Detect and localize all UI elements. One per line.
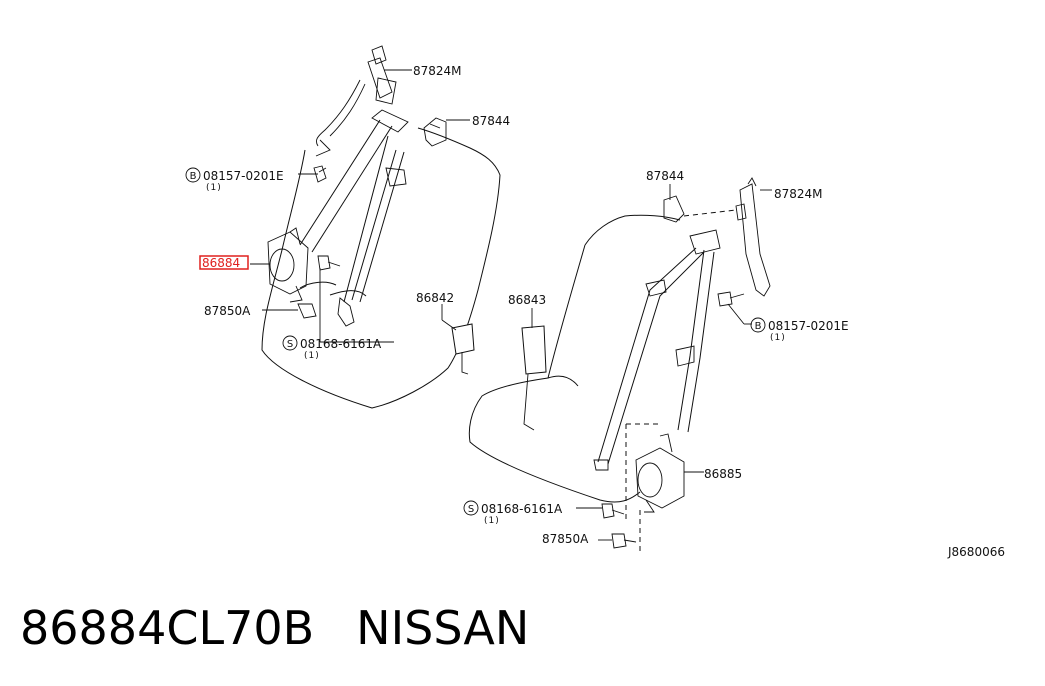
brand-name: NISSAN <box>356 601 530 655</box>
label-left-87850A: 87850A <box>204 304 251 318</box>
left-belt-webbing <box>299 109 409 303</box>
left-bolt-08168 <box>317 255 341 271</box>
left-upper-anchor <box>315 45 397 157</box>
label-right-87824M: 87824M <box>774 187 823 201</box>
right-bolt-2-circle <box>463 500 479 516</box>
part-number: 86884CL70B <box>20 601 315 655</box>
right-bolt-87850A <box>611 533 637 549</box>
left-bolt-2-circle <box>282 335 298 351</box>
left-bolt-08157 <box>313 165 327 183</box>
right-buckle-86843 <box>521 325 547 431</box>
label-right-08168-6161A: 08168-6161A <box>481 502 563 516</box>
left-retractor-86884 <box>267 227 309 303</box>
right-seat-outline <box>468 214 681 503</box>
right-retractor-86885 <box>635 433 685 513</box>
label-left-08157-0201E: 08157-0201E <box>203 169 284 183</box>
label-left-86842: 86842 <box>416 291 454 305</box>
label-right-87850A: 87850A <box>542 532 589 546</box>
left-anchor-foot <box>337 297 355 327</box>
right-labels: 87844 87824M B 08157-0201E (1) 86843 868… <box>463 169 849 546</box>
left-bolt-1-qty: (1) <box>206 183 222 193</box>
right-leaders <box>531 184 772 541</box>
right-upper-anchor <box>735 177 771 297</box>
label-left-86884-highlighted: 86884 <box>202 256 240 270</box>
left-seat-outline <box>261 127 501 409</box>
left-buckle-86842 <box>451 323 475 375</box>
label-right-86843: 86843 <box>508 293 546 307</box>
right-belt-webbing <box>593 229 721 471</box>
left-leaders <box>250 69 470 343</box>
right-bolt-1-circle <box>750 317 766 333</box>
left-bolt-87850A <box>297 303 317 319</box>
left-bolt-1-circle <box>185 167 201 183</box>
label-left-87824M: 87824M <box>413 64 462 78</box>
label-right-86885: 86885 <box>704 467 742 481</box>
right-bolt-1-prefix: B <box>755 321 762 332</box>
left-bolt-2-prefix: S <box>287 339 293 350</box>
right-bolt-08157 <box>717 291 745 307</box>
right-dashed-leaders <box>625 423 662 552</box>
right-bolt-2-qty: (1) <box>484 516 500 526</box>
diagram-ref-code: J8680066 <box>947 545 1005 559</box>
label-right-87844: 87844 <box>646 169 684 183</box>
right-bolt-08168 <box>601 503 625 519</box>
left-guide-87844 <box>423 117 447 147</box>
footer-caption: 86884CL70B NISSAN <box>20 598 529 658</box>
right-guide-87844 <box>663 195 737 223</box>
right-bolt-1-qty: (1) <box>770 333 786 343</box>
left-bolt-2-qty: (1) <box>304 351 320 361</box>
label-left-08168-6161A: 08168-6161A <box>300 337 382 351</box>
left-labels: 87824M 87844 B 08157-0201E (1) 86884 878… <box>185 64 510 361</box>
seat-belt-parts-diagram: 87824M 87844 B 08157-0201E (1) 86884 878… <box>185 45 1005 559</box>
label-right-08157-0201E: 08157-0201E <box>768 319 849 333</box>
label-left-87844: 87844 <box>472 114 510 128</box>
right-bolt-2-prefix: S <box>468 504 474 515</box>
highlight-box <box>199 255 249 270</box>
left-bolt-1-prefix: B <box>190 171 197 182</box>
